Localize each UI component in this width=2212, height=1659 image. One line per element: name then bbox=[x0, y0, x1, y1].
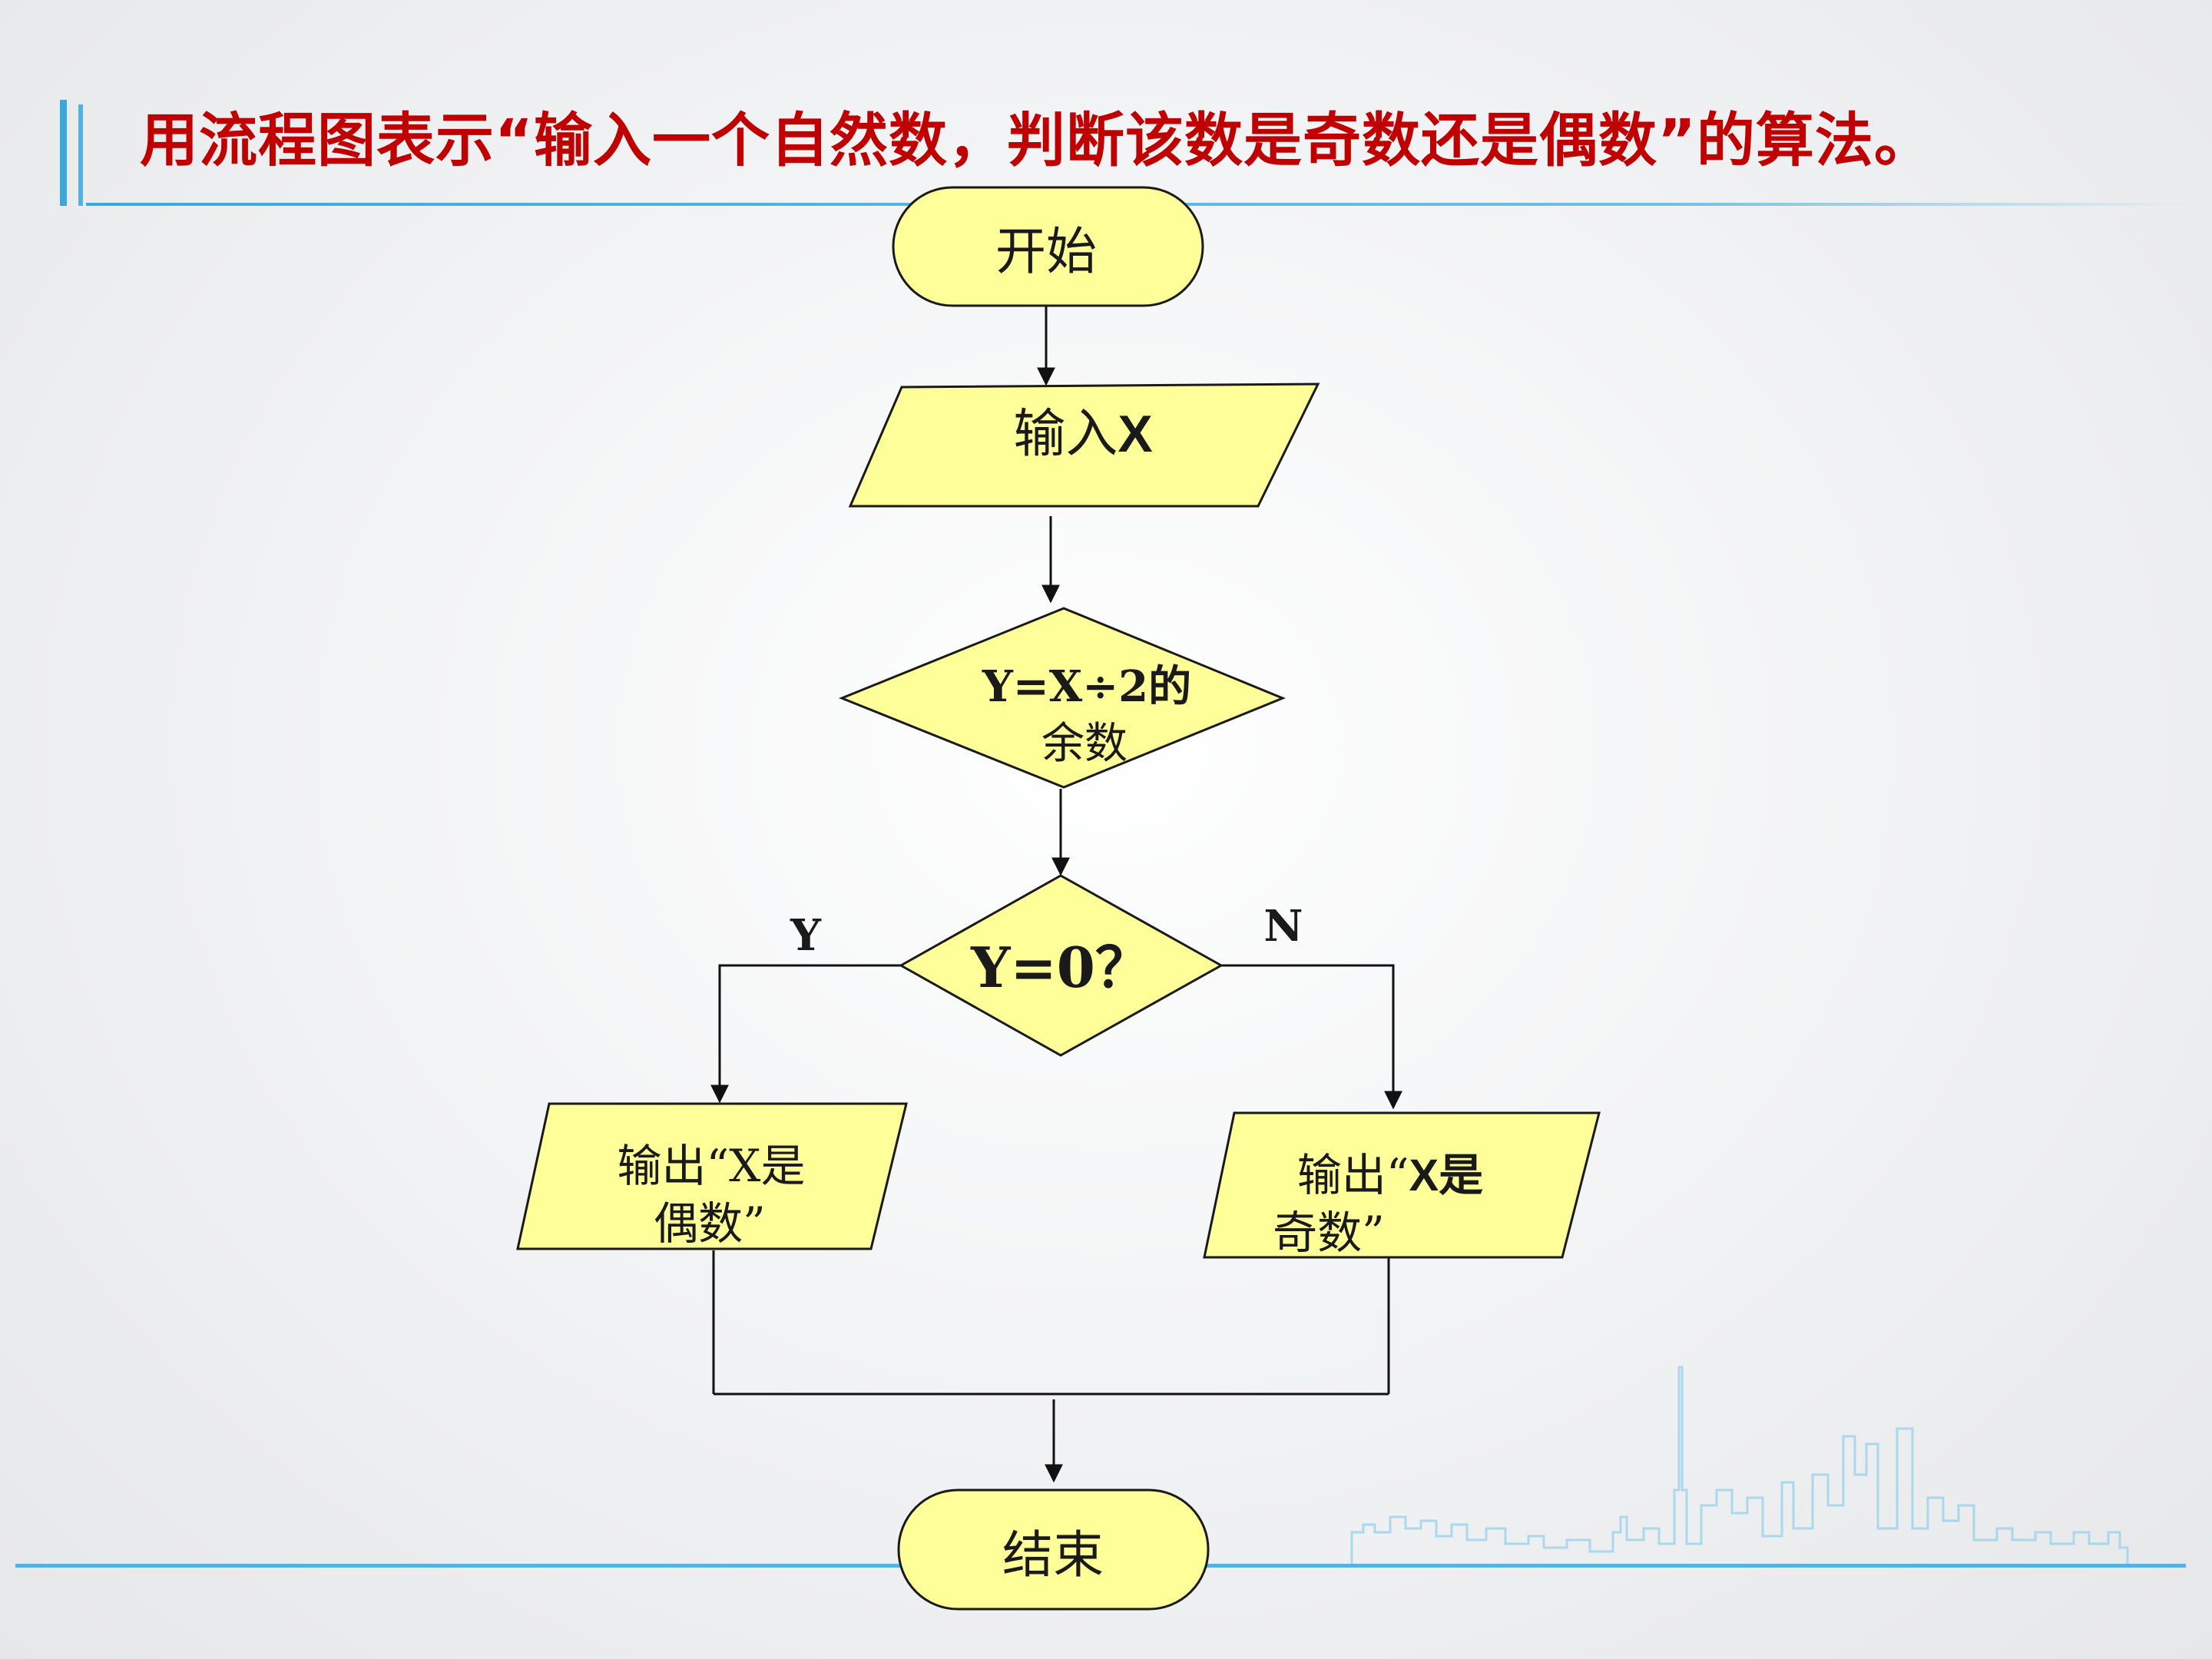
slide-title: 用流程图表示“输入一个自然数，判断该数是奇数还是偶数”的算法。 bbox=[140, 106, 1933, 174]
output-odd-node: 输出“X是 奇数” bbox=[1203, 1111, 1601, 1259]
compute-diamond bbox=[838, 607, 1286, 789]
end-node: 结束 bbox=[897, 1488, 1210, 1611]
input-prefix: 输入 bbox=[1013, 404, 1118, 465]
end-label: 结束 bbox=[1002, 1525, 1104, 1584]
start-label: 开始 bbox=[995, 222, 1097, 281]
output-even-line1: 输出“X是 bbox=[618, 1140, 806, 1192]
output-even-node: 输出“X是 偶数” bbox=[516, 1102, 908, 1250]
compute-node: Y=X÷2的 余数 bbox=[838, 607, 1286, 789]
input-parallelogram bbox=[848, 382, 1320, 508]
input-label: 输入X bbox=[1013, 404, 1152, 465]
start-terminal-shape bbox=[892, 186, 1204, 307]
connectors bbox=[710, 306, 1402, 1483]
output-odd-line1-a: 输出“ bbox=[1297, 1149, 1409, 1201]
output-odd-line1-b: X是 bbox=[1409, 1151, 1483, 1200]
input-node: 输入X bbox=[848, 382, 1320, 508]
decision-node: Y=0？ bbox=[898, 874, 1224, 1057]
input-var: X bbox=[1118, 405, 1152, 463]
output-odd-line2: 奇数” bbox=[1273, 1207, 1385, 1259]
compute-label-line1: Y=X÷2的 bbox=[982, 661, 1191, 712]
output-even-parallelogram bbox=[516, 1102, 908, 1250]
branch-yes-label: Y bbox=[790, 910, 822, 961]
title-accent-bar bbox=[60, 100, 67, 206]
output-odd-line1: 输出“X是 bbox=[1297, 1149, 1483, 1201]
decision-label: Y=0？ bbox=[970, 935, 1151, 1000]
output-odd-parallelogram bbox=[1203, 1111, 1601, 1259]
compute-label-line2: 余数 bbox=[1041, 719, 1128, 769]
decision-diamond bbox=[898, 874, 1224, 1057]
output-even-line2: 偶数” bbox=[654, 1197, 766, 1250]
branch-no-label: N bbox=[1263, 901, 1303, 952]
arrow-no-branch bbox=[1221, 964, 1402, 1110]
start-node: 开始 bbox=[892, 186, 1204, 307]
title-accent-bar-thin bbox=[78, 104, 83, 206]
end-terminal-shape bbox=[897, 1488, 1210, 1611]
arrow-yes-branch bbox=[710, 964, 901, 1104]
skyline-decoration bbox=[1350, 1366, 2129, 1564]
